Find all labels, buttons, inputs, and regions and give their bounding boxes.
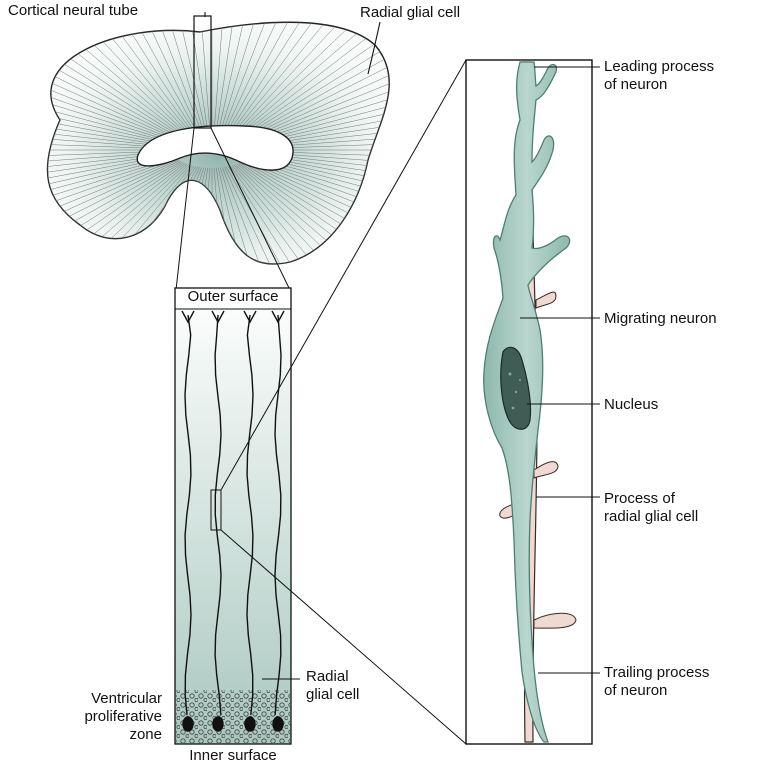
radial-fiber (47, 68, 179, 141)
label-ventricular-line-2: proliferative (84, 708, 162, 725)
radial-fiber (47, 158, 178, 226)
label-radial-glial-line-2: glial cell (306, 686, 360, 703)
label-trailing-process: Trailing process of neuron (604, 664, 709, 700)
radial-fiber (199, 167, 211, 265)
radial-fiber (241, 49, 384, 139)
ventricle (136, 124, 294, 171)
radial-glial-fiber (246, 314, 254, 716)
radial-fiber (218, 167, 249, 265)
radial-fiber (242, 55, 390, 139)
neuron-sample-box (210, 489, 222, 531)
label-nucleus: Nucleus (604, 396, 659, 413)
radial-fiber (86, 24, 191, 136)
radial-glial-fiber (274, 314, 282, 716)
radial-fiber (49, 43, 184, 138)
radial-fiber (226, 22, 295, 134)
radial-fiber (76, 28, 189, 136)
radial-glia-panel (174, 287, 292, 745)
tube-sample-box (193, 15, 212, 129)
radial-fiber (240, 43, 375, 138)
radial-fiber (220, 167, 261, 265)
glial-cell-body (212, 716, 224, 732)
glial-endfoot (181, 310, 195, 324)
radial-glial-fiber (214, 314, 222, 716)
radial-fiber (222, 22, 272, 133)
radial-fiber (245, 68, 390, 141)
radial-fiber (47, 49, 183, 139)
radial-fiber (199, 22, 211, 133)
radial-fiber (47, 96, 175, 144)
label-process-line-1: Process of (604, 490, 675, 507)
label-cortical-neural-tube: Cortical neural tube (8, 2, 139, 19)
label-outer-surface: Outer surface (187, 288, 279, 305)
label-ventricular-line-1: Ventricular (91, 690, 162, 707)
radial-fiber (235, 28, 348, 136)
radial-fiber (67, 33, 187, 137)
radial-fiber (228, 22, 306, 134)
label-trailing-line-1: Trailing process (604, 664, 710, 681)
radial-fiber (47, 159, 179, 232)
zoom-lines-tube (175, 127, 291, 291)
radial-fiber (47, 110, 174, 146)
ventricular-zone-cells (176, 690, 290, 743)
radial-fiber (224, 22, 284, 133)
glial-endfoot (271, 310, 285, 324)
magnified-panel (465, 59, 593, 745)
glial-cell-body (182, 716, 194, 732)
label-radial-glial-line-1: Radial (306, 668, 349, 685)
radial-fiber (229, 22, 317, 135)
label-ventricular-line-3: zone (129, 726, 162, 743)
label-ventricular-zone: Ventricular proliferative zone (50, 690, 162, 744)
label-process-line-2: radial glial cell (604, 508, 699, 525)
radial-fiber (47, 157, 177, 219)
label-inner-surface: Inner surface (189, 747, 277, 764)
label-trailing-line-2: of neuron (604, 682, 668, 699)
leader-lines (204, 12, 600, 680)
radial-fiber (47, 118, 173, 147)
radial-fiber (187, 167, 209, 265)
radial-fiber (47, 103, 175, 145)
label-radial-glial-cell-lower: Radial glial cell (306, 668, 359, 704)
radial-fiber (47, 134, 173, 149)
nucleus (500, 346, 532, 430)
glial-endfoot (211, 310, 225, 324)
radial-fiber (96, 22, 193, 135)
radial-fiber (233, 24, 338, 136)
panel-frame (174, 287, 292, 745)
label-process-radial-glial: Process of radial glial cell (604, 490, 698, 526)
radial-fiber (47, 88, 176, 143)
radial-fiber (224, 167, 284, 265)
radial-fiber (244, 61, 390, 140)
radial-fiber (47, 74, 178, 142)
zoom-lines-panel (220, 59, 467, 745)
label-radial-glial-cell-top: Radial glial cell (360, 4, 461, 21)
label-leading-process: Leading process of neuron (604, 58, 714, 94)
label-leading-line-2: of neuron (604, 76, 668, 93)
radial-fiber (222, 167, 272, 265)
radial-fiber (47, 126, 173, 148)
radial-fiber (47, 81, 177, 143)
radial-fiber (238, 38, 367, 137)
radial-fiber (228, 166, 306, 265)
radial-fiber (237, 33, 357, 137)
radial-glial-fiber (184, 314, 192, 716)
radial-fiber (57, 38, 186, 137)
glial-endfoot (243, 310, 257, 324)
glial-cell-body (244, 716, 256, 732)
label-migrating-neuron: Migrating neuron (604, 310, 717, 327)
cortical-neural-tube (46, 15, 390, 265)
glial-cell-body (272, 716, 284, 732)
radial-fiber (231, 22, 328, 135)
radial-fiber (213, 22, 225, 133)
radial-fiber (175, 167, 206, 265)
label-leading-line-1: Leading process (604, 58, 715, 75)
radial-fiber (220, 22, 261, 133)
radial-fiber (47, 141, 173, 150)
